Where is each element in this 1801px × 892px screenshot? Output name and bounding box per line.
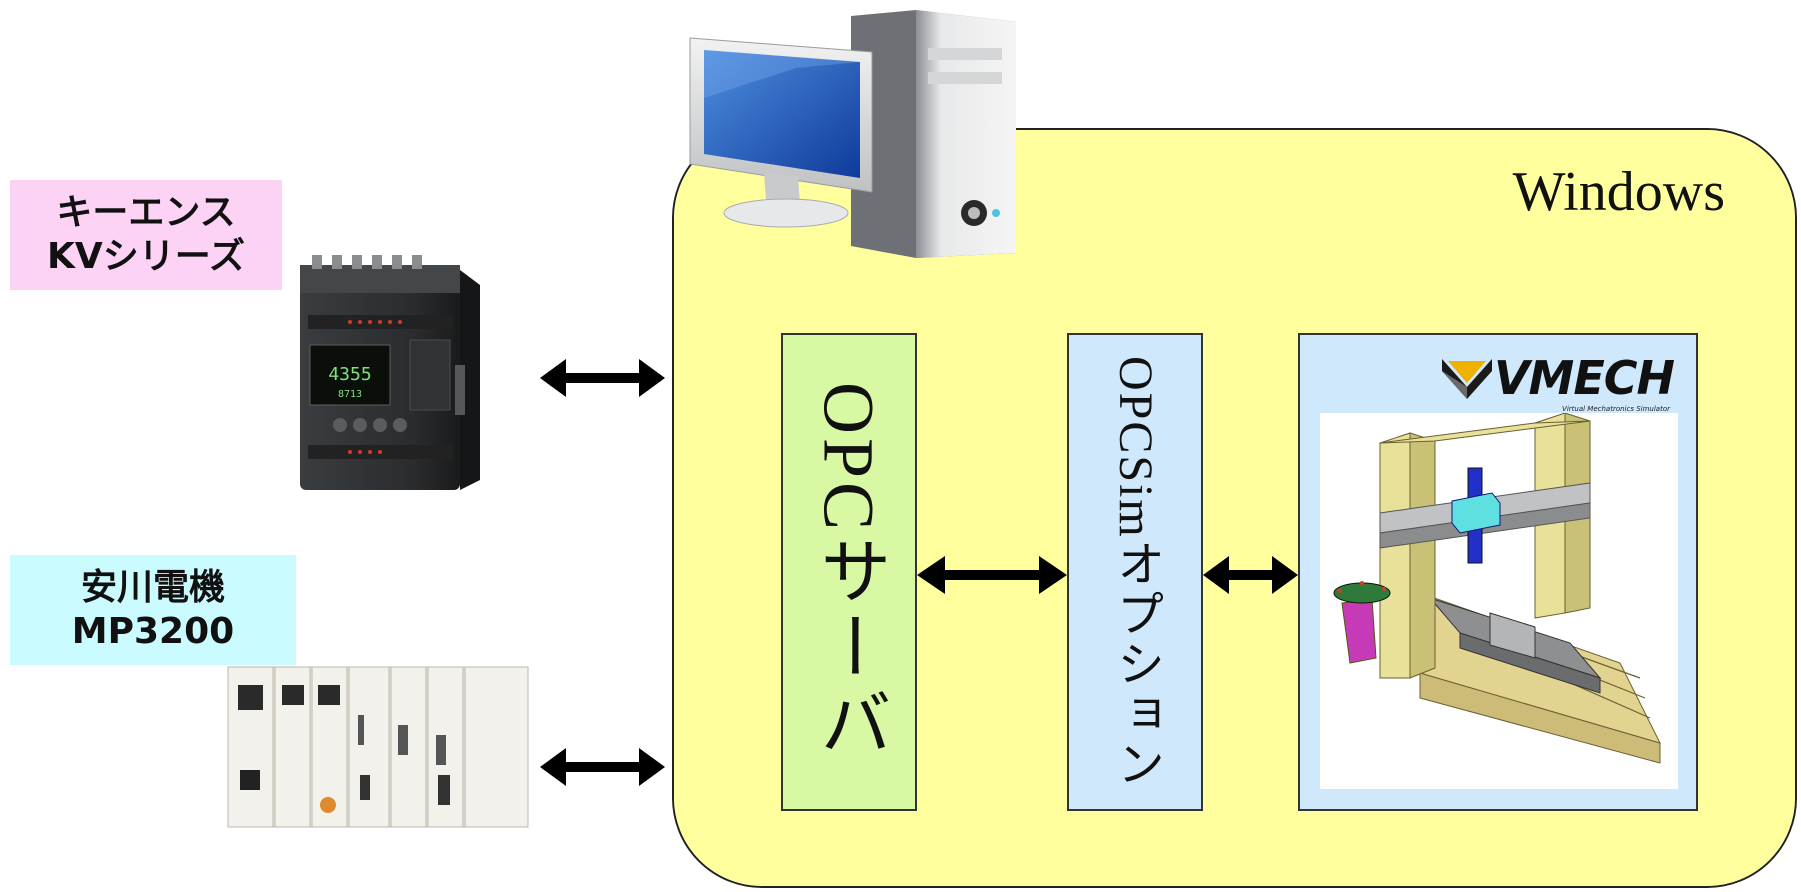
vmech-subtitle: Virtual Mechatronics Simulator xyxy=(1562,405,1670,413)
keyence-label-line2: KVシリーズ xyxy=(47,236,245,277)
yaskawa-label-line1: 安川電機 xyxy=(80,567,225,608)
keyence-label-line1: キーエンス xyxy=(56,192,236,233)
vmech-logo-text: VMECH xyxy=(1493,351,1675,405)
svg-text:8713: 8713 xyxy=(338,389,362,400)
svg-text:4355: 4355 xyxy=(328,364,371,385)
keyence-label: キーエンス KVシリーズ xyxy=(10,180,282,290)
machine-view xyxy=(1320,412,1678,789)
yaskawa-label: 安川電機 MP3200 xyxy=(10,555,296,665)
plc-yaskawa-image xyxy=(227,666,529,828)
vmech-logo: VMECH xyxy=(1440,351,1675,405)
double-arrow-icon xyxy=(917,556,1067,594)
opc-server-box: OPCサーバ xyxy=(781,333,917,811)
double-arrow-icon xyxy=(540,748,665,786)
opc-server-label: OPCサーバ xyxy=(808,381,889,763)
gantry-machine-image xyxy=(1333,412,1661,764)
double-arrow-icon xyxy=(1203,556,1298,594)
vmech-panel: VMECH Virtual Mechatronics Simulator xyxy=(1298,333,1698,811)
windows-title: Windows xyxy=(1512,161,1725,223)
opcsim-option-label: OPCSimオプション xyxy=(1109,355,1162,789)
double-arrow-icon xyxy=(540,359,665,397)
opcsim-option-box: OPCSimオプション xyxy=(1067,333,1203,811)
plc-keyence-image: 4355 8713 xyxy=(300,255,480,490)
yaskawa-label-line2: MP3200 xyxy=(71,611,235,652)
desktop-computer-icon xyxy=(689,10,1016,258)
vmech-logo-icon xyxy=(1441,359,1492,399)
